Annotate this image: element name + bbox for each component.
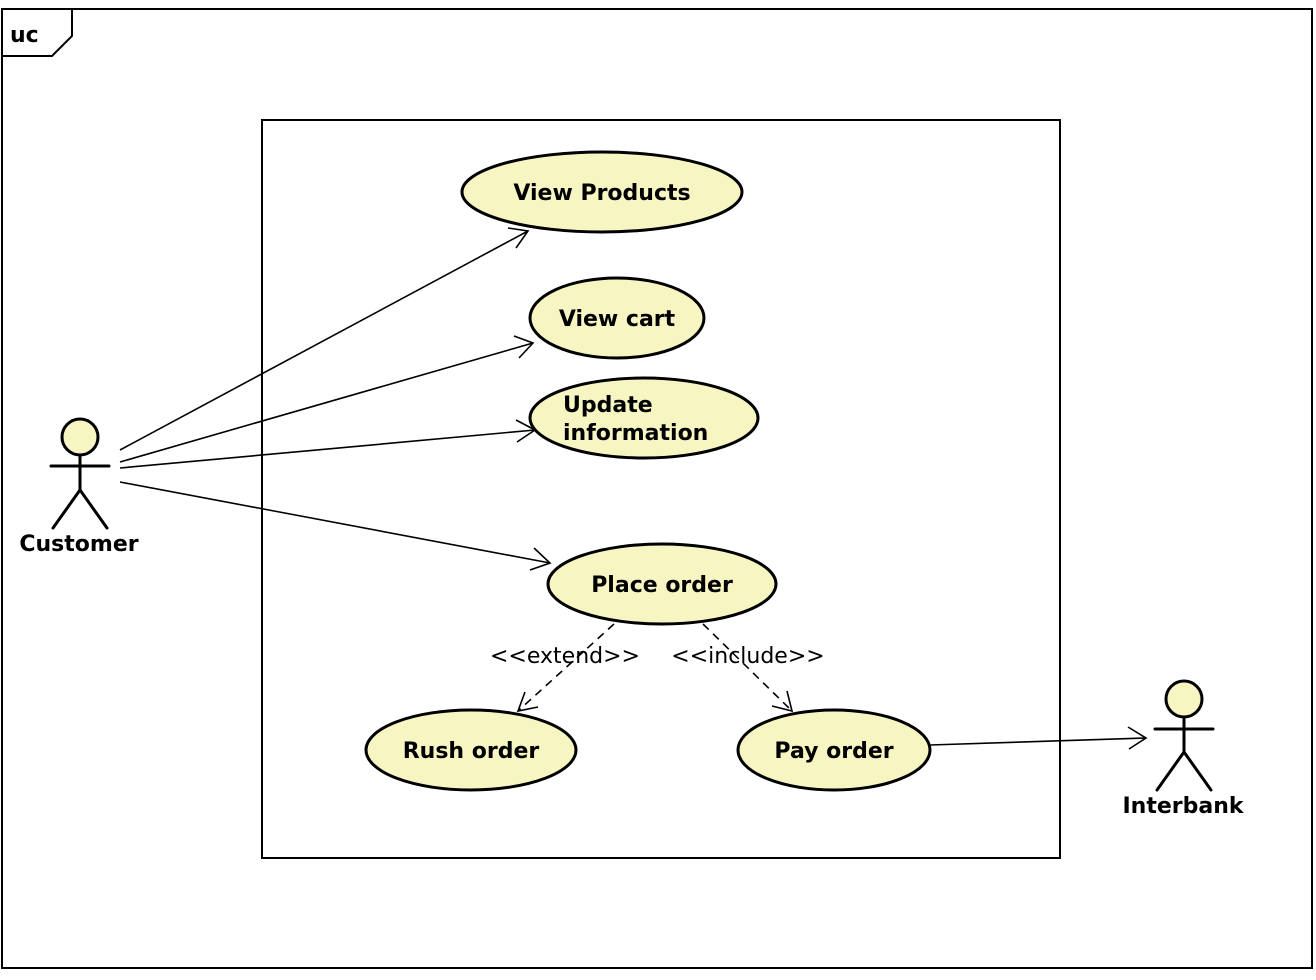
frame-tag-label: uc bbox=[10, 23, 39, 48]
include-dependency bbox=[702, 623, 794, 713]
frame-tag-box bbox=[2, 9, 73, 57]
use-case-place-order[interactable]: Place order bbox=[546, 542, 778, 626]
use-case-update-information-label-line1: Update bbox=[563, 393, 653, 418]
actor-customer-head bbox=[60, 417, 100, 457]
use-case-view-products-label: View Products bbox=[513, 181, 690, 206]
actor-interbank[interactable]: Interbank bbox=[1122, 679, 1245, 819]
actor-interbank-head bbox=[1164, 679, 1204, 719]
diagram-frame bbox=[1, 8, 1313, 969]
association-customer-view-cart bbox=[119, 335, 535, 463]
use-case-view-cart-label: View cart bbox=[559, 307, 676, 332]
actor-interbank-label: Interbank bbox=[1122, 794, 1244, 819]
association-pay-order-interbank bbox=[929, 726, 1148, 750]
extend-label: <<extend>> bbox=[490, 644, 640, 669]
actor-customer[interactable]: Customer bbox=[19, 417, 139, 557]
include-label: <<include>> bbox=[671, 644, 824, 669]
association-customer-place-order bbox=[119, 481, 552, 571]
use-case-rush-order-label: Rush order bbox=[403, 739, 540, 764]
use-case-view-products[interactable]: View Products bbox=[460, 150, 744, 234]
extend-dependency bbox=[516, 623, 615, 713]
use-case-place-order-label: Place order bbox=[591, 573, 733, 598]
actor-customer-label: Customer bbox=[19, 532, 138, 557]
association-customer-view-products bbox=[119, 227, 530, 451]
use-case-update-information-label-line2: information bbox=[563, 421, 708, 446]
use-case-view-cart[interactable]: View cart bbox=[528, 276, 706, 360]
system-boundary bbox=[261, 119, 1061, 859]
use-case-update-information[interactable]: Update information bbox=[528, 376, 760, 460]
use-case-rush-order[interactable]: Rush order bbox=[364, 708, 578, 792]
use-case-pay-order-label: Pay order bbox=[774, 739, 893, 764]
use-case-pay-order[interactable]: Pay order bbox=[736, 708, 932, 792]
